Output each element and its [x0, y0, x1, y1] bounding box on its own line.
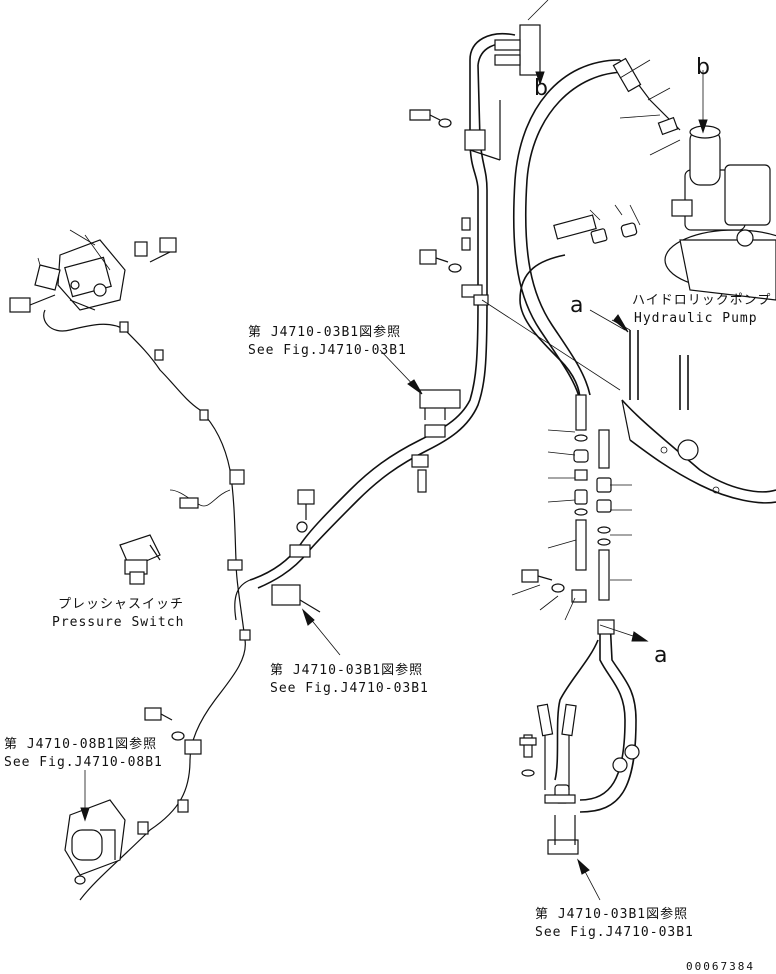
pressure-switch: [119, 534, 161, 585]
pressure-switch-label-jp: プレッシャスイッチ: [58, 597, 184, 612]
controller-box: [9, 237, 177, 313]
top-clamp-group: [409, 24, 541, 306]
pressure-switch-label-en: Pressure Switch: [52, 615, 184, 630]
ref-label-a-en: See Fig.J4710-03B1: [248, 343, 407, 358]
hydraulic-hose-lower: [519, 619, 640, 855]
letter-b-top: b: [534, 76, 548, 101]
ref-label-b-jp: 第 J4710-03B1図参照: [270, 662, 423, 678]
mid-clamp-group: [271, 389, 461, 613]
left-harness: [43, 309, 251, 901]
hydraulic-hose-return: [512, 59, 627, 401]
drawing-number: 00067384: [686, 960, 755, 973]
lower-right-bolts: [521, 569, 615, 635]
ref-label-c-en: See Fig.J4710-08B1: [4, 755, 163, 770]
suction-hose: [553, 214, 638, 244]
ref-label-b-en: See Fig.J4710-03B1: [270, 681, 429, 696]
ref-label-c-jp: 第 J4710-08B1図参照: [4, 736, 157, 752]
letter-a-right: a: [654, 643, 667, 668]
lower-left-device: [64, 707, 202, 876]
fitting-stack: [573, 394, 612, 601]
leader-lines: [37, 0, 708, 901]
hydraulic-pump-label-jp: ハイドロリックポンプ: [632, 293, 771, 308]
hydraulic-pump-label-en: Hydraulic Pump: [634, 311, 758, 326]
letter-b-pump: b: [696, 55, 710, 80]
ref-label-d-jp: 第 J4710-03B1図参照: [535, 906, 688, 922]
hydraulic-pump: [612, 57, 776, 301]
pump-bracket: [621, 330, 776, 504]
ref-label-d-en: See Fig.J4710-03B1: [535, 925, 694, 940]
ref-label-a-jp: 第 J4710-03B1図参照: [248, 324, 401, 340]
letter-a-pump: a: [570, 293, 583, 318]
